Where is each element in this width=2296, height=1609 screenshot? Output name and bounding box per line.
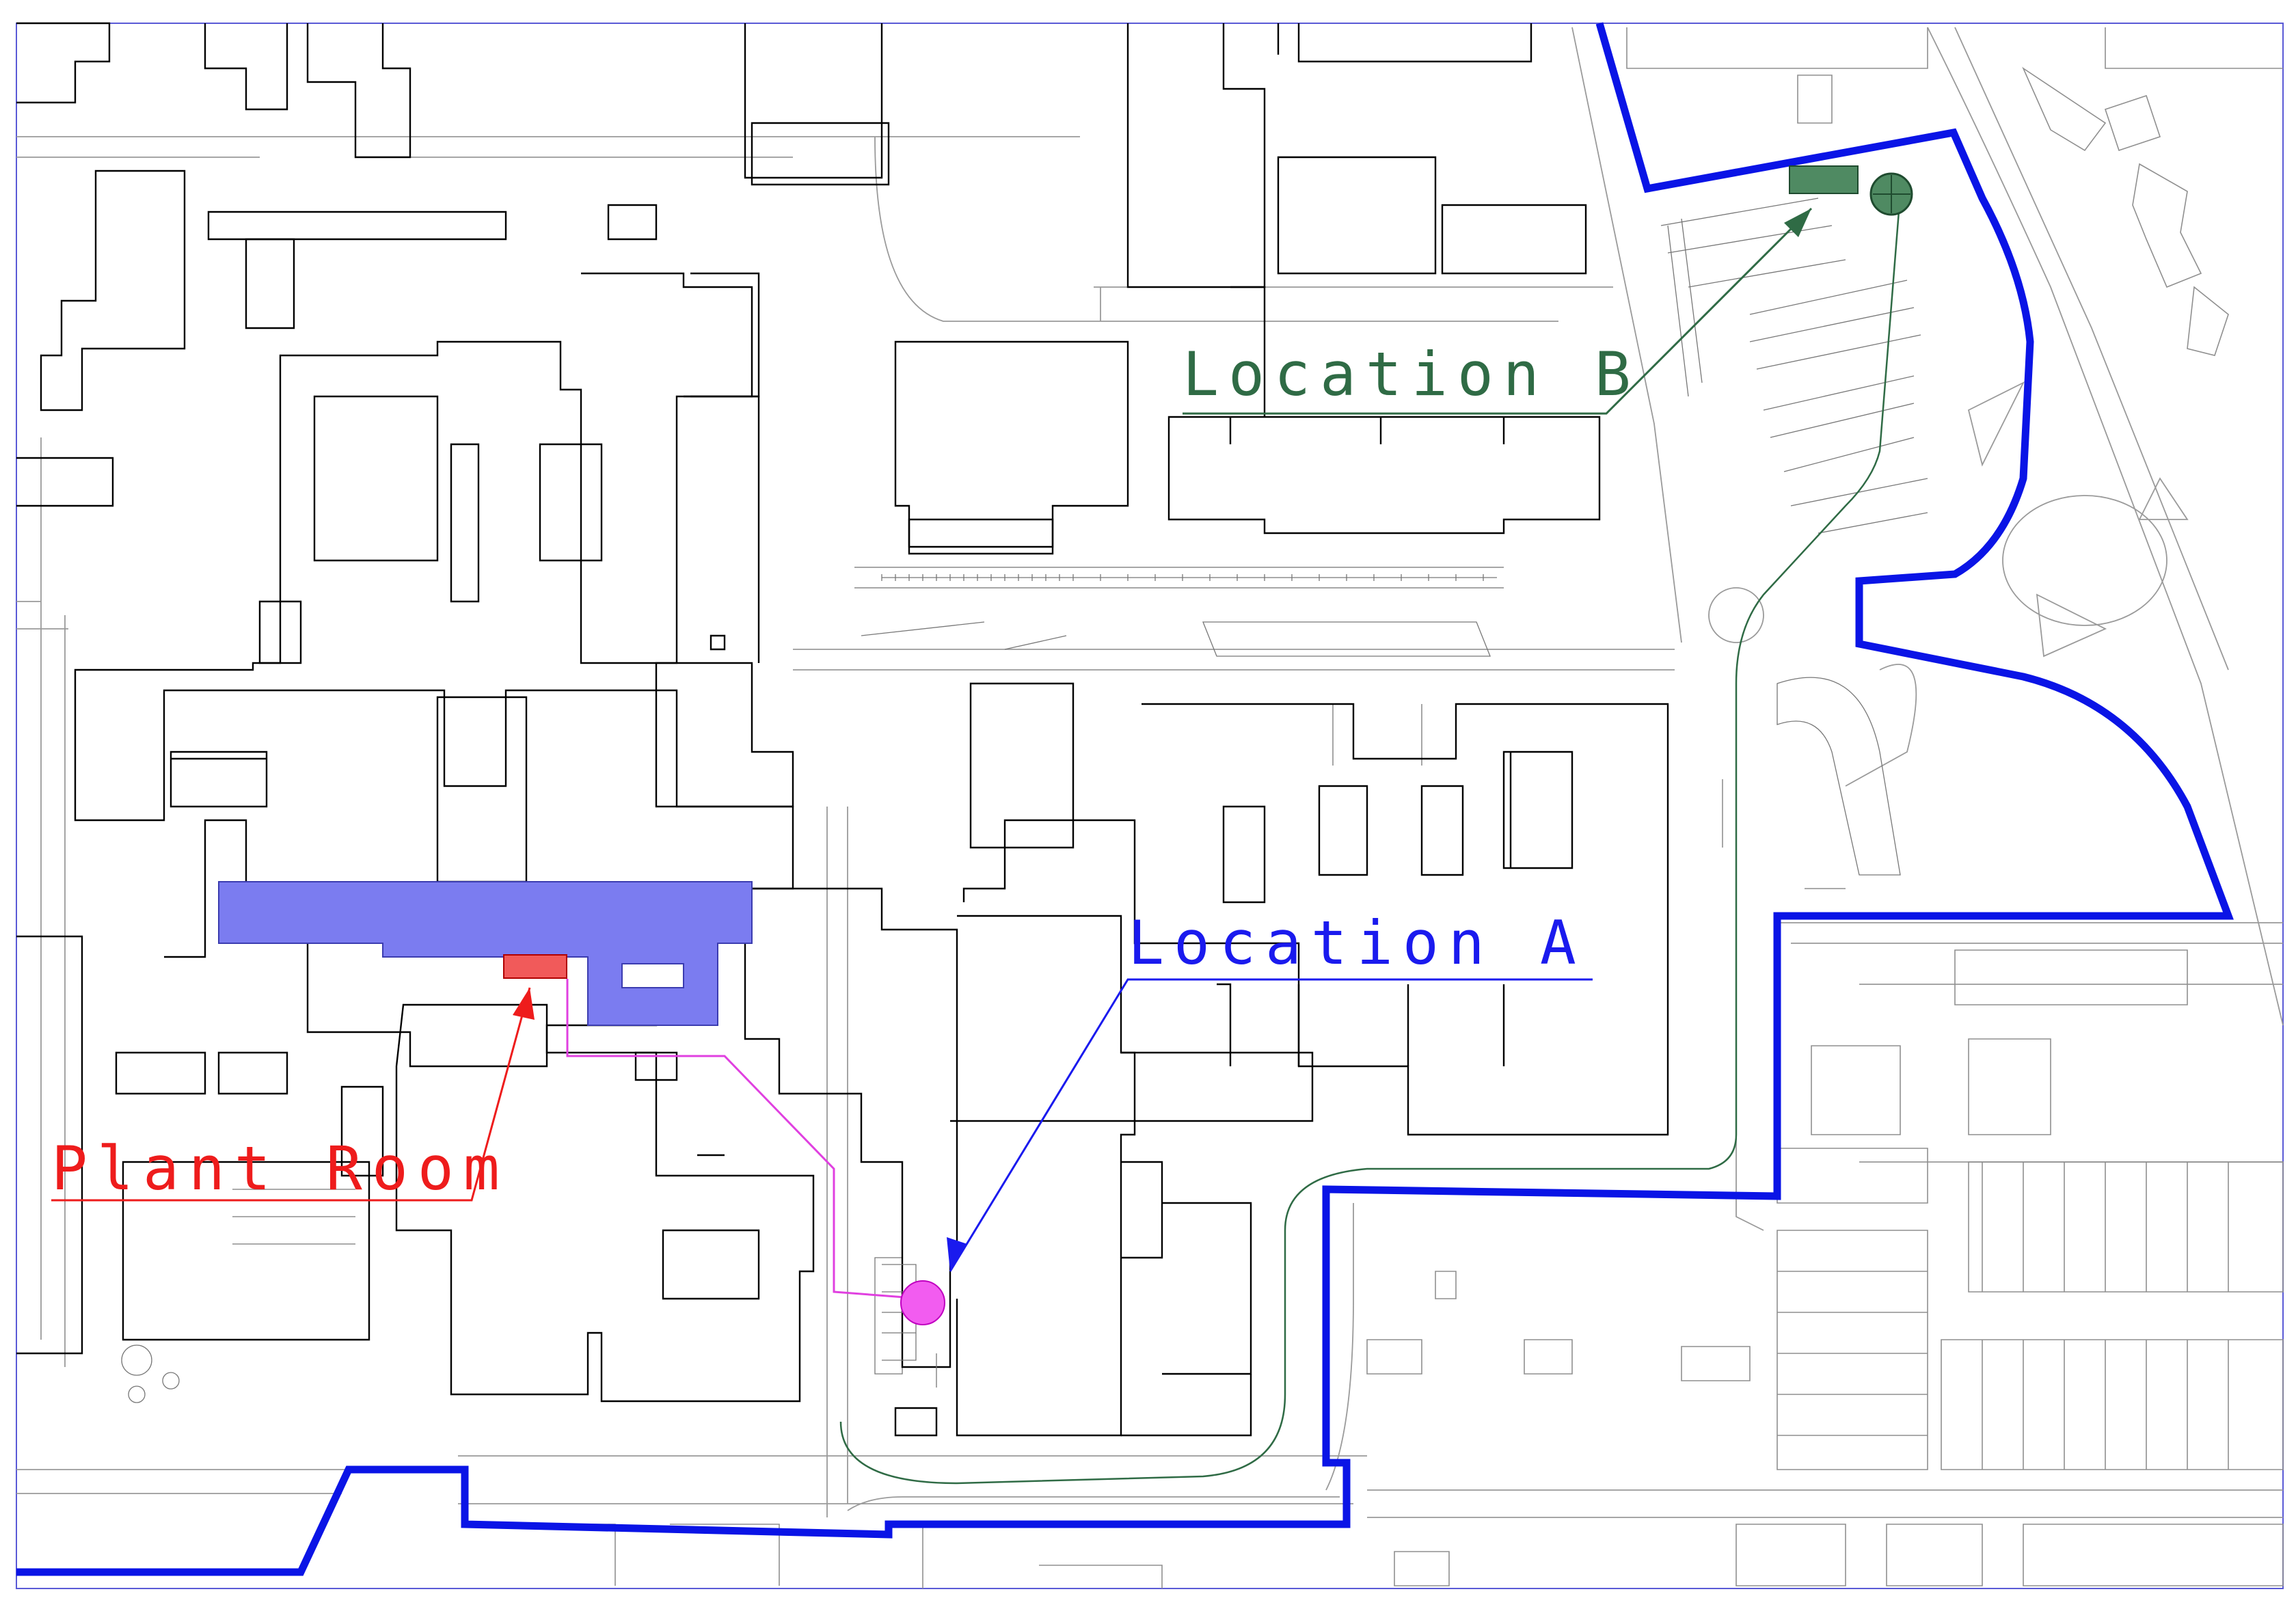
highlighted-building [218,881,753,1026]
location-b-leader-line [1183,207,1813,415]
car-park-detail [121,1189,937,1403]
plant-room-label: Plant Room [51,1133,509,1204]
location-b-arrowhead [1784,208,1811,237]
site-boundary [16,22,2234,1576]
location-b-marker-cross [1873,175,1910,213]
location-a-leader-line [949,978,1593,1272]
pipe-route-magenta [566,979,923,1300]
pipe-route-green [839,193,1902,1485]
road-network [16,27,2284,1518]
plant-room-arrowhead [513,988,535,1020]
plant-room-marker [503,954,567,979]
highlighted-building-void [621,963,684,988]
map-frame [16,23,2284,1589]
location-a-arrowhead [947,1237,967,1271]
plant-room-leader-line [51,987,531,1202]
location-a-marker [900,1280,945,1325]
neighbouring-properties [519,27,2284,1588]
location-b-tank [1789,165,1859,194]
buildings [16,22,1669,1437]
location-a-label: Location A [1128,908,1586,978]
location-b-label: Location B [1183,339,1640,409]
parking-bays [861,198,1928,1375]
